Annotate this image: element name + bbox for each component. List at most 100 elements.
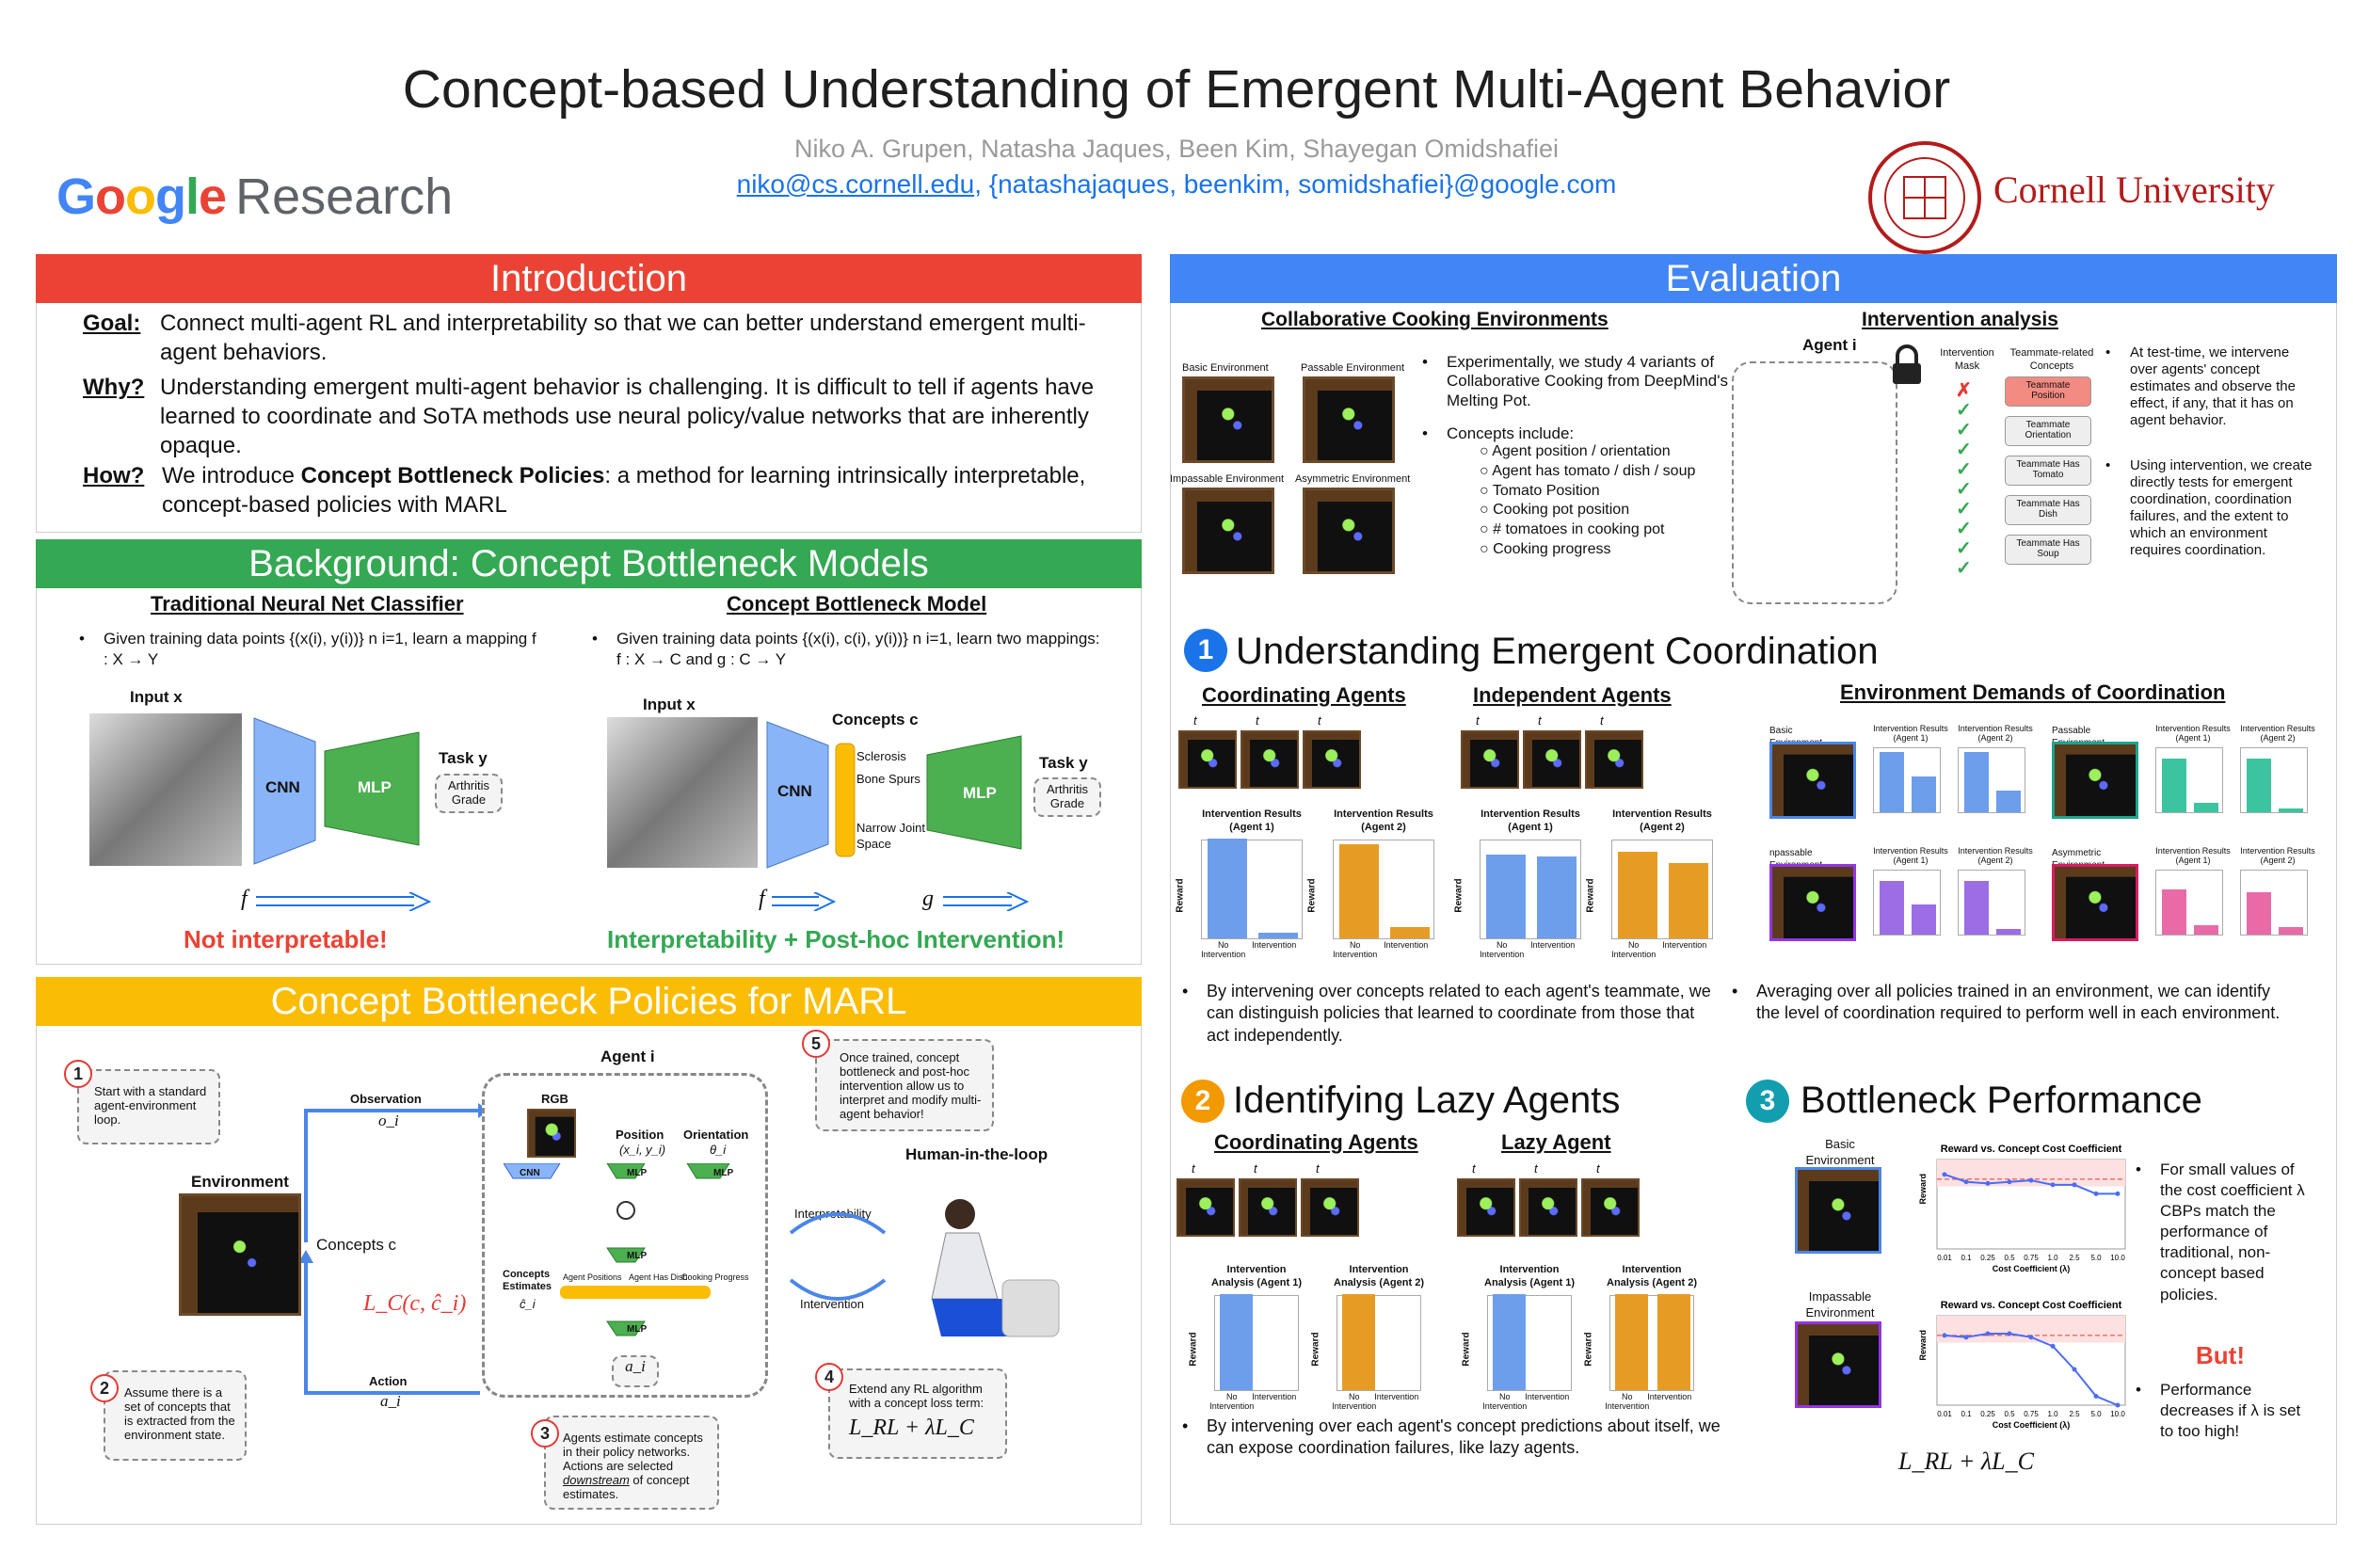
bar [1996,928,2021,935]
position-symbol: (x_i, y_i) [619,1143,666,1157]
concept-list-item: ○ Agent has tomato / dish / soup [1480,462,1696,479]
google-letter: o [95,168,126,225]
mask-check-icon: ✓ [1956,420,1972,440]
step1-box: Start with a standard agent-environment … [77,1069,220,1144]
concept-sclerosis: Sclerosis [856,749,906,763]
intervention-mask-label: Intervention Mask [1940,347,1994,373]
demand-bar-chart [1873,870,1941,936]
concept-list-item: ○ Cooking pot position [1480,502,1630,519]
why-label: Why? [83,375,145,400]
bar-category-label: No Intervention [1333,940,1378,959]
env-label-impassable: Impassable Environment [1170,473,1285,485]
traditional-heading: Traditional Neural Net Classifier [151,592,464,616]
line-chart-tick: 1.0 [2047,1254,2058,1262]
bar [1258,932,1298,938]
cornell-seal-icon [1868,141,1981,254]
line-chart-point [2072,1367,2077,1372]
line-chart-point [2072,1182,2077,1188]
demand-bar-chart [1873,747,1941,813]
s3-impassable-env-label: Impassable Environment [1805,1289,1875,1320]
bar-chart-ylabel: Reward [1461,1332,1472,1367]
google-wordmark: Google [56,168,227,225]
intervention-bullet-2: Using intervention, we create directly t… [2105,457,2314,559]
poster-title: Concept-based Understanding of Emergent … [402,59,1951,120]
line-chart-point [1985,1331,1991,1336]
env-demands-heading: Environment Demands of Coordination [1840,680,2226,704]
cbm-heading: Concept Bottleneck Model [727,592,987,616]
bar-chart-ylabel: Reward [1306,878,1318,913]
concept-list-item: ○ Agent position / orientation [1480,443,1671,459]
line-chart-title: Reward vs. Concept Cost Coefficient [1941,1300,2122,1311]
input-label-right: Input x [643,696,696,713]
task-label-right: Task y [1039,754,1088,772]
line-chart-tick: 0.5 [2004,1410,2015,1418]
concept-estimates-symbol: ĉ_i [520,1297,536,1311]
line-chart-tick: 0.25 [1980,1410,1995,1418]
bar-chart-ylabel: Reward [1188,1332,1199,1367]
line-chart-ylabel: Reward [1918,1330,1928,1361]
s2-lazy-heading: Lazy Agent [1501,1130,1611,1154]
bar [1669,862,1708,938]
s3-bullet-2: Performance decreases if λ is set to too… [2136,1380,2311,1442]
step1-badge: 1 [64,1060,92,1088]
bar-category-label: Intervention [1530,940,1576,950]
classifier-diagram [253,717,420,865]
bar [2162,888,2186,935]
environment-label: Environment [191,1173,289,1191]
line-chart-xlabel: Cost Coefficient (λ) [1993,1420,2071,1430]
independent-agents-heading: Independent Agents [1473,683,1672,707]
cbp-banner: Concept Bottleneck Policies for MARL [36,977,1142,1026]
trajectory-frame [1585,730,1643,789]
bar-chart-ylabel: Reward [1310,1332,1321,1367]
section2-number: 2 [1181,1080,1225,1123]
line-chart-xlabel: Cost Coefficient (λ) [1993,1264,2071,1273]
step3-badge: 3 [531,1419,559,1448]
concept-group-dish: Agent Has Dish [629,1272,688,1282]
bar [1996,791,2021,812]
s3-but: But! [2196,1341,2245,1369]
env-image-impassable [1182,488,1274,574]
concept-list-item: ○ # tomatoes in cooking pot [1480,521,1665,538]
agent-loop-arrows [301,1103,489,1395]
trajectory-frame [1519,1178,1577,1237]
bar [1912,904,1936,935]
env-label-passable: Passable Environment [1301,362,1405,374]
xray-image-right [607,717,758,868]
bar-chart [1337,1294,1421,1391]
line-chart-tick: 0.25 [1980,1254,1995,1262]
how-text: We introduce Concept Bottleneck Policies… [162,463,1086,519]
step3-box: Agents estimate concepts in their policy… [544,1416,719,1510]
bar [1342,1294,1375,1390]
f-label-left: f [241,887,248,911]
bar [1964,880,1989,935]
bar [1220,1294,1253,1390]
f-arrow-right-icon [772,892,836,911]
bar [1657,1294,1690,1390]
bar-chart [1611,840,1713,939]
teammate-concept-chip: Teammate Has Dish [2005,495,2091,525]
bar-category-label: No Intervention [1611,940,1657,959]
line-chart-tick: 0.5 [2004,1254,2015,1262]
intervention-agent-box [1732,361,1897,604]
line-chart-point [2007,1179,2012,1185]
bar-chart-title: Intervention Results (Agent 2) [1334,808,1433,834]
email-link[interactable]: niko@cs.cornell.edu [736,169,975,199]
bar-category-label: Intervention [1662,940,1707,950]
mlp-label-right: MLP [963,784,997,802]
policy-network-diagram [504,1163,730,1336]
s3-bullet-1: For small values of the cost coefficient… [2136,1160,2311,1305]
section1-right-bullet: Averaging over all policies trained in a… [1732,981,2293,1025]
position-label: Position [616,1128,664,1142]
line-chart-point [1942,1333,1947,1338]
bar-chart-ylabel: Reward [1175,878,1186,913]
line-chart-tick: 0.01 [1937,1410,1952,1418]
line-chart-tick: 10.0 [2110,1410,2125,1418]
google-letter: e [199,168,227,225]
concept-group-positions: Agent Positions [563,1272,622,1282]
line-chart-tick: 0.75 [2024,1410,2039,1418]
line-chart-tick: 10.0 [2110,1254,2125,1262]
introduction-banner: Introduction [36,254,1142,303]
section3-number: 3 [1746,1080,1789,1123]
f-arrow-left-icon [256,892,432,911]
